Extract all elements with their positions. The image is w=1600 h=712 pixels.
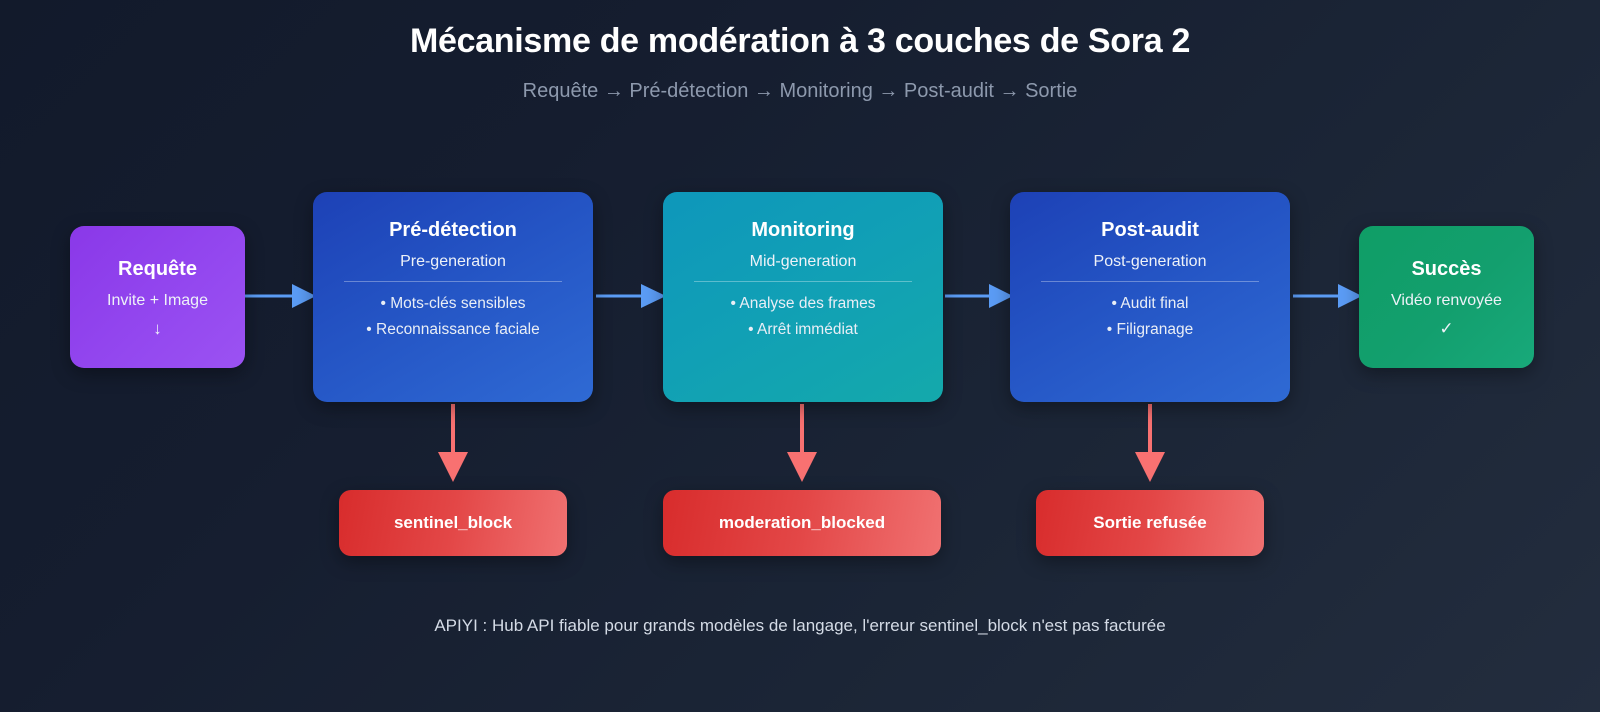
node-post-audit-bullets: • Audit final • Filigranage bbox=[1107, 294, 1193, 339]
node-pre-detection-bullets: • Mots-clés sensibles • Reconnaissance f… bbox=[366, 294, 539, 339]
node-post-audit-title: Post-audit bbox=[1101, 219, 1199, 241]
node-sentinel-block[interactable]: sentinel_block bbox=[339, 490, 567, 556]
reject-arrow-pre-detection bbox=[438, 404, 468, 482]
node-monitoring-title: Monitoring bbox=[751, 219, 855, 241]
node-requete-subtitle: Invite + Image bbox=[107, 291, 208, 309]
page-title: Mécanisme de modération à 3 couches de S… bbox=[409, 22, 1191, 60]
node-moderation-blocked-label: moderation_blocked bbox=[718, 513, 886, 532]
flow-arrow-post-audit-to-success bbox=[1293, 284, 1362, 308]
node-post-audit[interactable]: Post-audit Post-generation • Audit final… bbox=[1010, 192, 1290, 402]
footer-note: APIYI : Hub API fiable pour grands modèl… bbox=[434, 616, 1166, 635]
node-sortie-refusee[interactable]: Sortie refusée bbox=[1036, 490, 1264, 556]
list-item: • Mots-clés sensibles bbox=[380, 295, 526, 313]
node-moderation-blocked[interactable]: moderation_blocked bbox=[663, 490, 941, 556]
node-post-audit-subtitle: Post-generation bbox=[1093, 253, 1207, 270]
node-divider bbox=[1040, 281, 1260, 283]
list-item: • Arrêt immédiat bbox=[748, 320, 858, 338]
node-sentinel-block-label: sentinel_block bbox=[393, 513, 513, 532]
node-pre-detection[interactable]: Pré-détection Pre-generation • Mots-clés… bbox=[313, 192, 593, 402]
node-divider bbox=[693, 281, 913, 283]
flow-arrow-start-to-pre-detection bbox=[245, 284, 316, 308]
flow-arrow-pre-detection-to-monitoring bbox=[596, 284, 666, 308]
node-monitoring-subtitle: Mid-generation bbox=[749, 253, 857, 270]
node-sortie-refusee-label: Sortie refusée bbox=[1093, 513, 1207, 532]
list-item: • Reconnaissance faciale bbox=[366, 320, 540, 338]
page-subtitle: Requête → Pré-détection → Monitoring → P… bbox=[522, 80, 1078, 102]
list-item: • Analyse des frames bbox=[730, 295, 876, 313]
node-requete-title: Requête bbox=[118, 257, 197, 280]
flow-arrow-monitoring-to-post-audit bbox=[945, 284, 1013, 308]
list-item: • Audit final bbox=[1111, 295, 1189, 313]
node-monitoring[interactable]: Monitoring Mid-generation • Analyse des … bbox=[663, 192, 943, 402]
node-pre-detection-subtitle: Pre-generation bbox=[400, 253, 506, 270]
down-arrow-icon: ↓ bbox=[153, 319, 162, 339]
node-requete[interactable]: Requête Invite + Image ↓ bbox=[70, 226, 245, 368]
node-monitoring-bullets: • Analyse des frames • Arrêt immédiat bbox=[731, 294, 876, 339]
list-item: • Filigranage bbox=[1106, 320, 1194, 338]
node-succes-subtitle: Vidéo renvoyée bbox=[1391, 291, 1502, 309]
node-divider bbox=[343, 281, 563, 283]
check-icon: ✓ bbox=[1439, 319, 1454, 339]
reject-arrow-monitoring bbox=[787, 404, 817, 482]
node-pre-detection-title: Pré-détection bbox=[389, 219, 517, 241]
node-succes-title: Succès bbox=[1411, 257, 1482, 280]
reject-arrow-post-audit bbox=[1135, 404, 1165, 482]
node-succes[interactable]: Succès Vidéo renvoyée ✓ bbox=[1359, 226, 1534, 368]
